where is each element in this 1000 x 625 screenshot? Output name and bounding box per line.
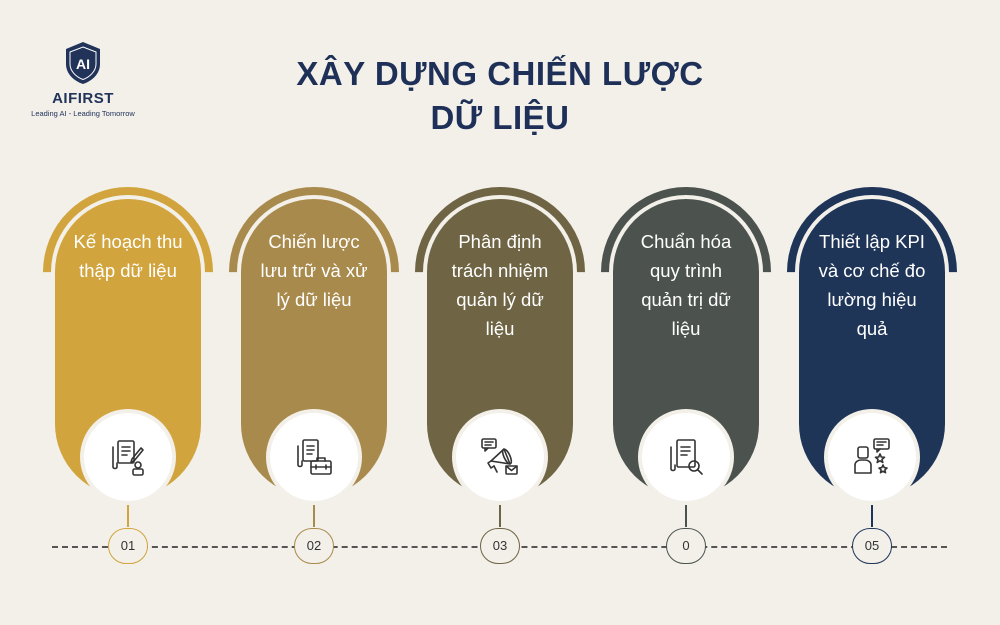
step-number-3: 03: [480, 528, 520, 564]
step-label: Kế hoạch thu thập dữ liệu: [73, 231, 183, 281]
step-number-2: 02: [294, 528, 334, 564]
icon-badge: [824, 409, 920, 505]
step-card-5: Thiết lập KPI và cơ chế đo lường hiệu qu…: [751, 151, 993, 527]
step-label: Thiết lập KPI và cơ chế đo lường hiệu qu…: [818, 231, 926, 339]
logo-mark: AI: [76, 56, 90, 72]
step-label: Chiến lược lưu trữ và xử lý dữ liệu: [260, 231, 368, 310]
card-stem: [871, 505, 873, 527]
megaphone-message-icon: [481, 438, 518, 475]
icon-badge: [638, 409, 734, 505]
logo-brand: AIFIRST: [52, 90, 114, 107]
logo: AI AIFIRST Leading AI - Leading Tomorrow: [28, 40, 138, 118]
card-stem: [127, 505, 129, 527]
step-number-5: 05: [852, 528, 892, 564]
logo-tagline: Leading AI - Leading Tomorrow: [31, 109, 135, 118]
step-number-1: 01: [108, 528, 148, 564]
step-card-4: Chuẩn hóa quy trình quản trị dữ liệu: [565, 151, 807, 527]
card-stem: [499, 505, 501, 527]
icon-badge: [452, 409, 548, 505]
step-label: Phân định trách nhiệm quản lý dữ liệu: [451, 231, 549, 339]
person-stars-chat-icon: [854, 438, 890, 474]
title-line-2: DỮ LIỆU: [430, 99, 570, 136]
icon-badge: [80, 409, 176, 505]
title-line-1: XÂY DỰNG CHIẾN LƯỢC: [296, 55, 704, 92]
document-briefcase-icon: [297, 439, 332, 475]
icon-badge: [266, 409, 362, 505]
step-card-2: Chiến lược lưu trữ và xử lý dữ liệu: [193, 151, 435, 527]
card-stem: [313, 505, 315, 527]
card-stem: [685, 505, 687, 527]
ai-shield-icon: AI: [66, 42, 100, 84]
step-card-1: Kế hoạch thu thập dữ liệu: [7, 151, 249, 527]
step-label: Chuẩn hóa quy trình quản trị dữ liệu: [640, 231, 732, 339]
document-search-icon: [670, 439, 703, 475]
document-pen-person-icon: [112, 440, 144, 476]
step-card-3: Phân định trách nhiệm quản lý dữ liệu: [379, 151, 621, 527]
step-number-4: 0: [666, 528, 706, 564]
page-title: XÂY DỰNG CHIẾN LƯỢC DỮ LIỆU: [250, 52, 750, 140]
